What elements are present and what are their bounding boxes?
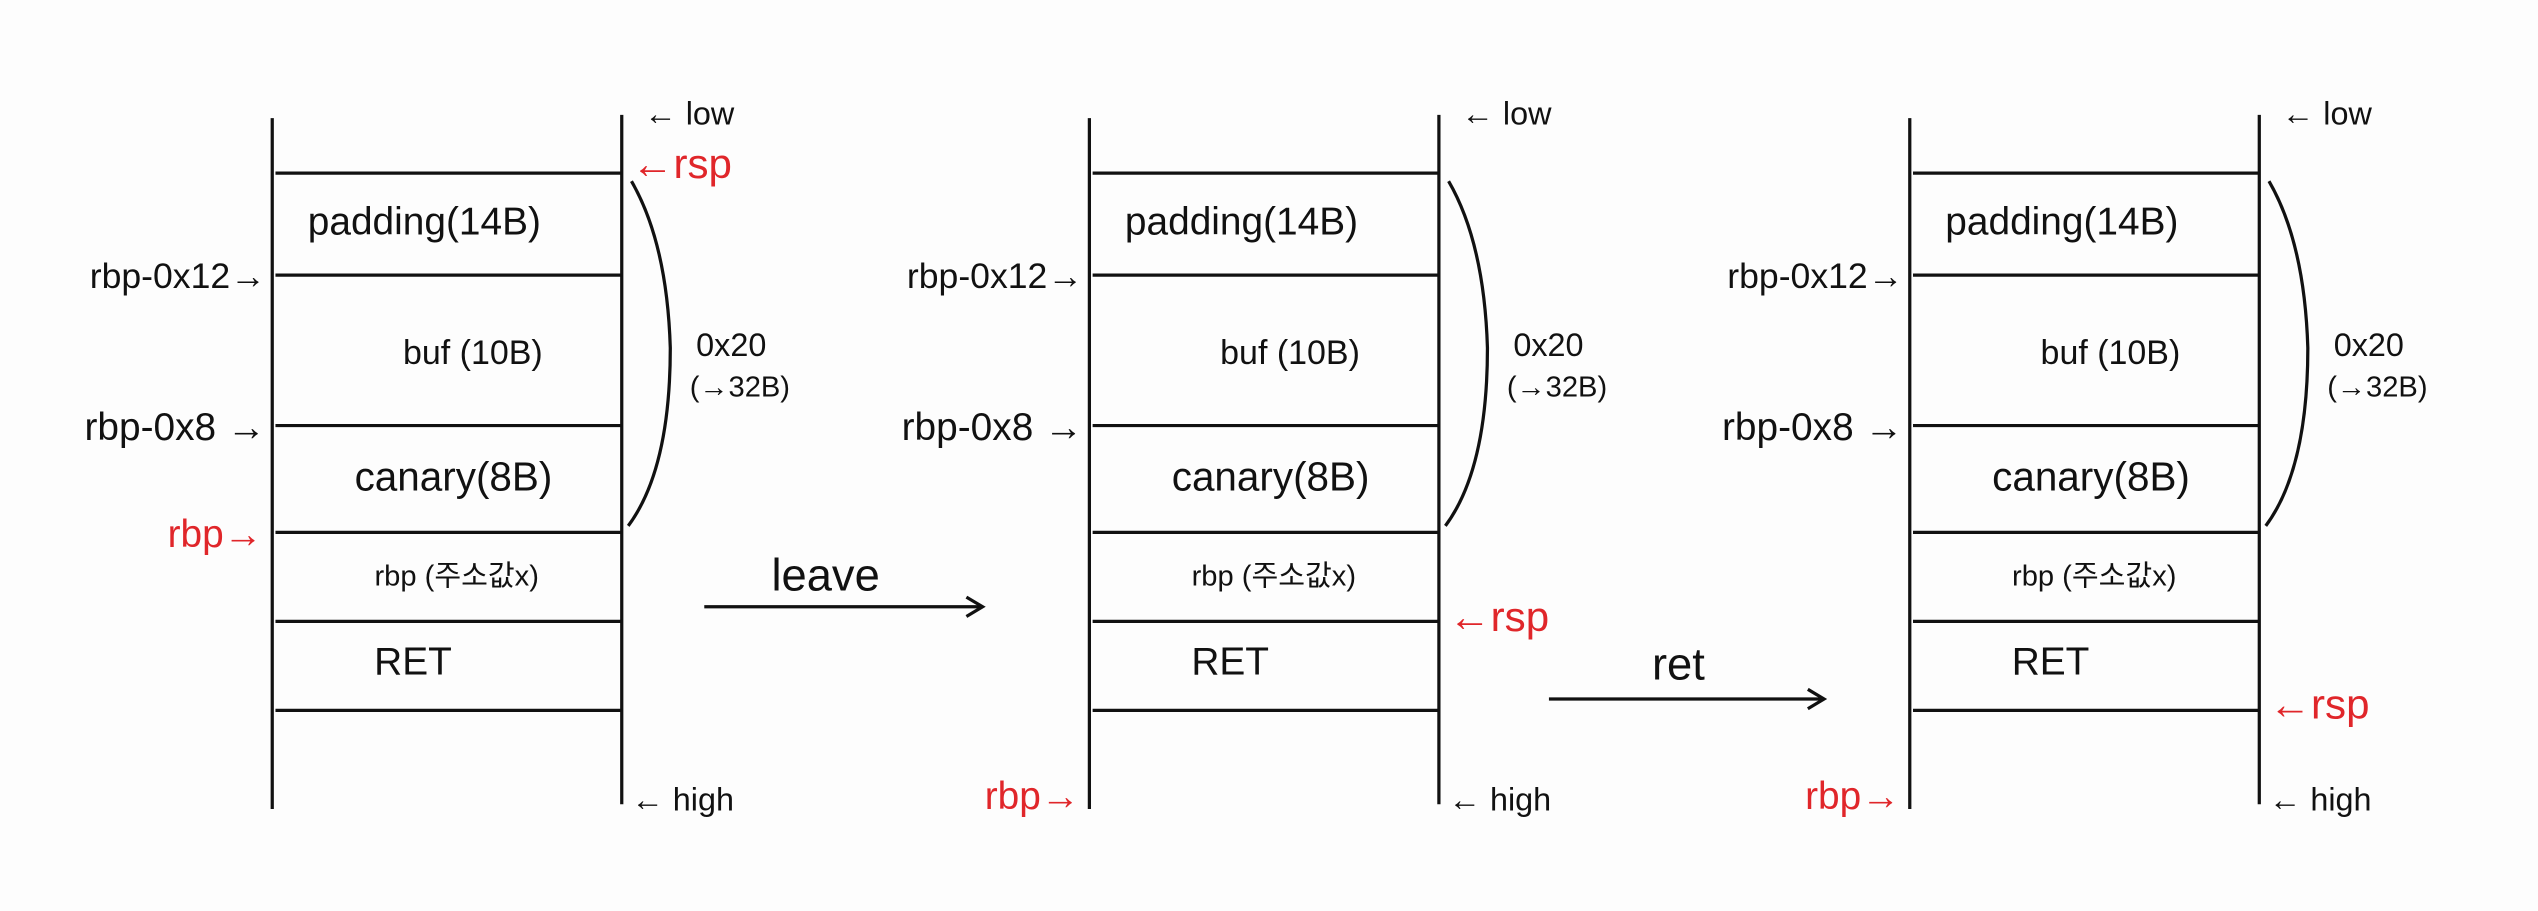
- rbp-minus-0x8-pointer: rbp-0x8 →: [902, 406, 1083, 449]
- ret-cell: RET: [1191, 641, 1269, 684]
- stack-panel-2: padding(14B) buf (10B) canary(8B) rbp (주소값x…: [902, 96, 1608, 818]
- buf-cell: buf (10B): [403, 334, 543, 372]
- size-brace: [2264, 180, 2310, 527]
- brace-decimal-size: (→32B): [1507, 371, 1607, 403]
- stack-panel-1: padding(14B) buf (10B) canary(8B) rbp (주소값x…: [84, 96, 790, 818]
- brace-decimal-size: (→32B): [2327, 371, 2427, 403]
- padding-cell: padding(14B): [1945, 201, 2178, 244]
- transition-label: leave: [771, 550, 879, 601]
- transition-label: ret: [1652, 639, 1705, 690]
- padding-cell: padding(14B): [1125, 201, 1358, 244]
- brace-decimal-size: (→32B): [690, 371, 790, 403]
- rsp-pointer: ←rsp: [631, 140, 732, 187]
- size-brace: [626, 180, 672, 527]
- rbp-minus-0x12-pointer: rbp-0x12→: [907, 256, 1083, 296]
- low-address-label: ← low: [2282, 96, 2373, 132]
- ret-cell: RET: [374, 641, 452, 684]
- saved-rbp-cell: rbp (주소값x): [1192, 561, 1356, 593]
- saved-rbp-cell: rbp (주소값x): [374, 561, 538, 593]
- rbp-minus-0x8-pointer: rbp-0x8 →: [84, 406, 265, 449]
- padding-cell: padding(14B): [308, 201, 541, 244]
- brace-hex-size: 0x20: [2334, 327, 2404, 363]
- brace-hex-size: 0x20: [1513, 327, 1583, 363]
- rbp-pointer: rbp→: [985, 775, 1080, 818]
- canary-cell: canary(8B): [1172, 453, 1370, 499]
- rbp-pointer: rbp→: [1805, 775, 1900, 818]
- rsp-pointer: ←rsp: [2269, 680, 2370, 727]
- brace-hex-size: 0x20: [696, 327, 766, 363]
- rbp-minus-0x12-pointer: rbp-0x12→: [90, 256, 266, 296]
- canary-cell: canary(8B): [355, 453, 553, 499]
- low-address-label: ← low: [1462, 96, 1553, 132]
- rbp-pointer: rbp→: [168, 513, 263, 556]
- rbp-minus-0x8-pointer: rbp-0x8 →: [1722, 406, 1903, 449]
- canary-cell: canary(8B): [1992, 453, 2190, 499]
- size-brace: [1444, 180, 1490, 527]
- high-address-label: ← high: [631, 782, 734, 818]
- buf-cell: buf (10B): [1220, 334, 1360, 372]
- high-address-label: ← high: [1449, 782, 1552, 818]
- rsp-pointer: ←rsp: [1449, 593, 1550, 640]
- arrow-head-icon: [1807, 687, 1828, 711]
- high-address-label: ← high: [2269, 782, 2372, 818]
- saved-rbp-cell: rbp (주소값x): [2012, 561, 2176, 593]
- low-address-label: ← low: [644, 96, 735, 132]
- arrow-head-icon: [965, 595, 986, 618]
- transition-leave: leave: [704, 550, 986, 618]
- transition-ret: ret: [1548, 639, 1828, 711]
- stack-panel-3: padding(14B) buf (10B) canary(8B) rbp (주소값x…: [1722, 96, 2428, 818]
- rbp-minus-0x12-pointer: rbp-0x12→: [1727, 256, 1903, 296]
- ret-cell: RET: [2012, 641, 2090, 684]
- buf-cell: buf (10B): [2041, 334, 2181, 372]
